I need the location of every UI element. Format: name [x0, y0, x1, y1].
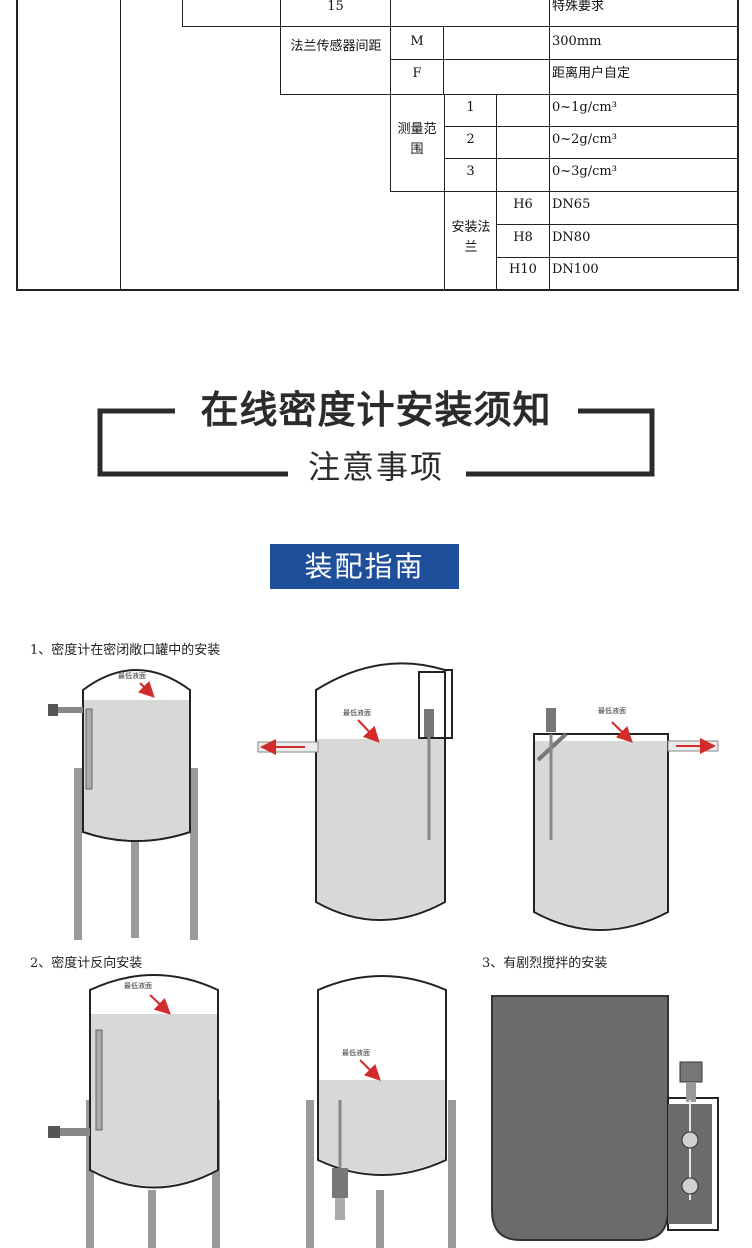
cell-code-15: 15: [327, 0, 344, 14]
tank-diagram-1: 最低液面: [48, 669, 198, 940]
spacing-code-f: F: [412, 66, 422, 81]
flange-code-h10: H10: [509, 262, 537, 277]
page-subtitle: 注意事项: [307, 448, 444, 486]
tank-diagram-4: 最低液面: [48, 974, 220, 1248]
caption-closed-open-tank: 1、密度计在密闭敞口罐中的安装: [30, 643, 221, 658]
tank-diagram-2: 最低液面: [257, 662, 453, 921]
flange-value-h8: DN80: [552, 230, 591, 245]
min-level-label-4: 最低液面: [124, 981, 152, 990]
range-code-2: 2: [466, 132, 475, 147]
min-level-label-1: 最低液面: [118, 671, 146, 680]
range-value-1: 0~1g/cm³: [552, 100, 617, 115]
min-level-label-3: 最低液面: [598, 706, 626, 715]
min-level-label-2: 最低液面: [343, 708, 371, 717]
flange-code-h8: H8: [513, 230, 533, 245]
page-title: 在线密度计安装须知: [0, 386, 752, 434]
spacing-value-f: 距离用户自定: [552, 66, 631, 81]
min-level-label-5: 最低液面: [342, 1048, 370, 1057]
range-code-3: 3: [466, 164, 475, 179]
flange-value-h6: DN65: [552, 197, 591, 212]
caption-reverse-install: 2、密度计反向安装: [30, 956, 143, 971]
cell-special-req: 特殊要求: [552, 0, 605, 14]
spacing-code-m: M: [410, 34, 424, 49]
spacing-value-m: 300mm: [552, 34, 602, 49]
heading-frame: [97, 408, 655, 477]
range-code-1: 1: [466, 100, 475, 115]
section-badge: 装配指南: [270, 544, 459, 589]
flange-label: 安装法兰: [451, 220, 491, 255]
tank-diagram-3: 最低液面: [533, 706, 719, 931]
tank-diagram-5: 最低液面: [306, 975, 456, 1248]
flange-spacing-label: 法兰传感器间距: [290, 39, 382, 54]
flange-value-h10: DN100: [552, 262, 599, 277]
tank-diagram-6: [491, 995, 719, 1241]
range-value-2: 0~2g/cm³: [552, 132, 617, 147]
range-value-3: 0~3g/cm³: [552, 164, 617, 179]
caption-agitated-install: 3、有剧烈搅拌的安装: [482, 956, 608, 971]
range-label: 测量范围: [397, 122, 437, 157]
flange-code-h6: H6: [513, 197, 533, 212]
